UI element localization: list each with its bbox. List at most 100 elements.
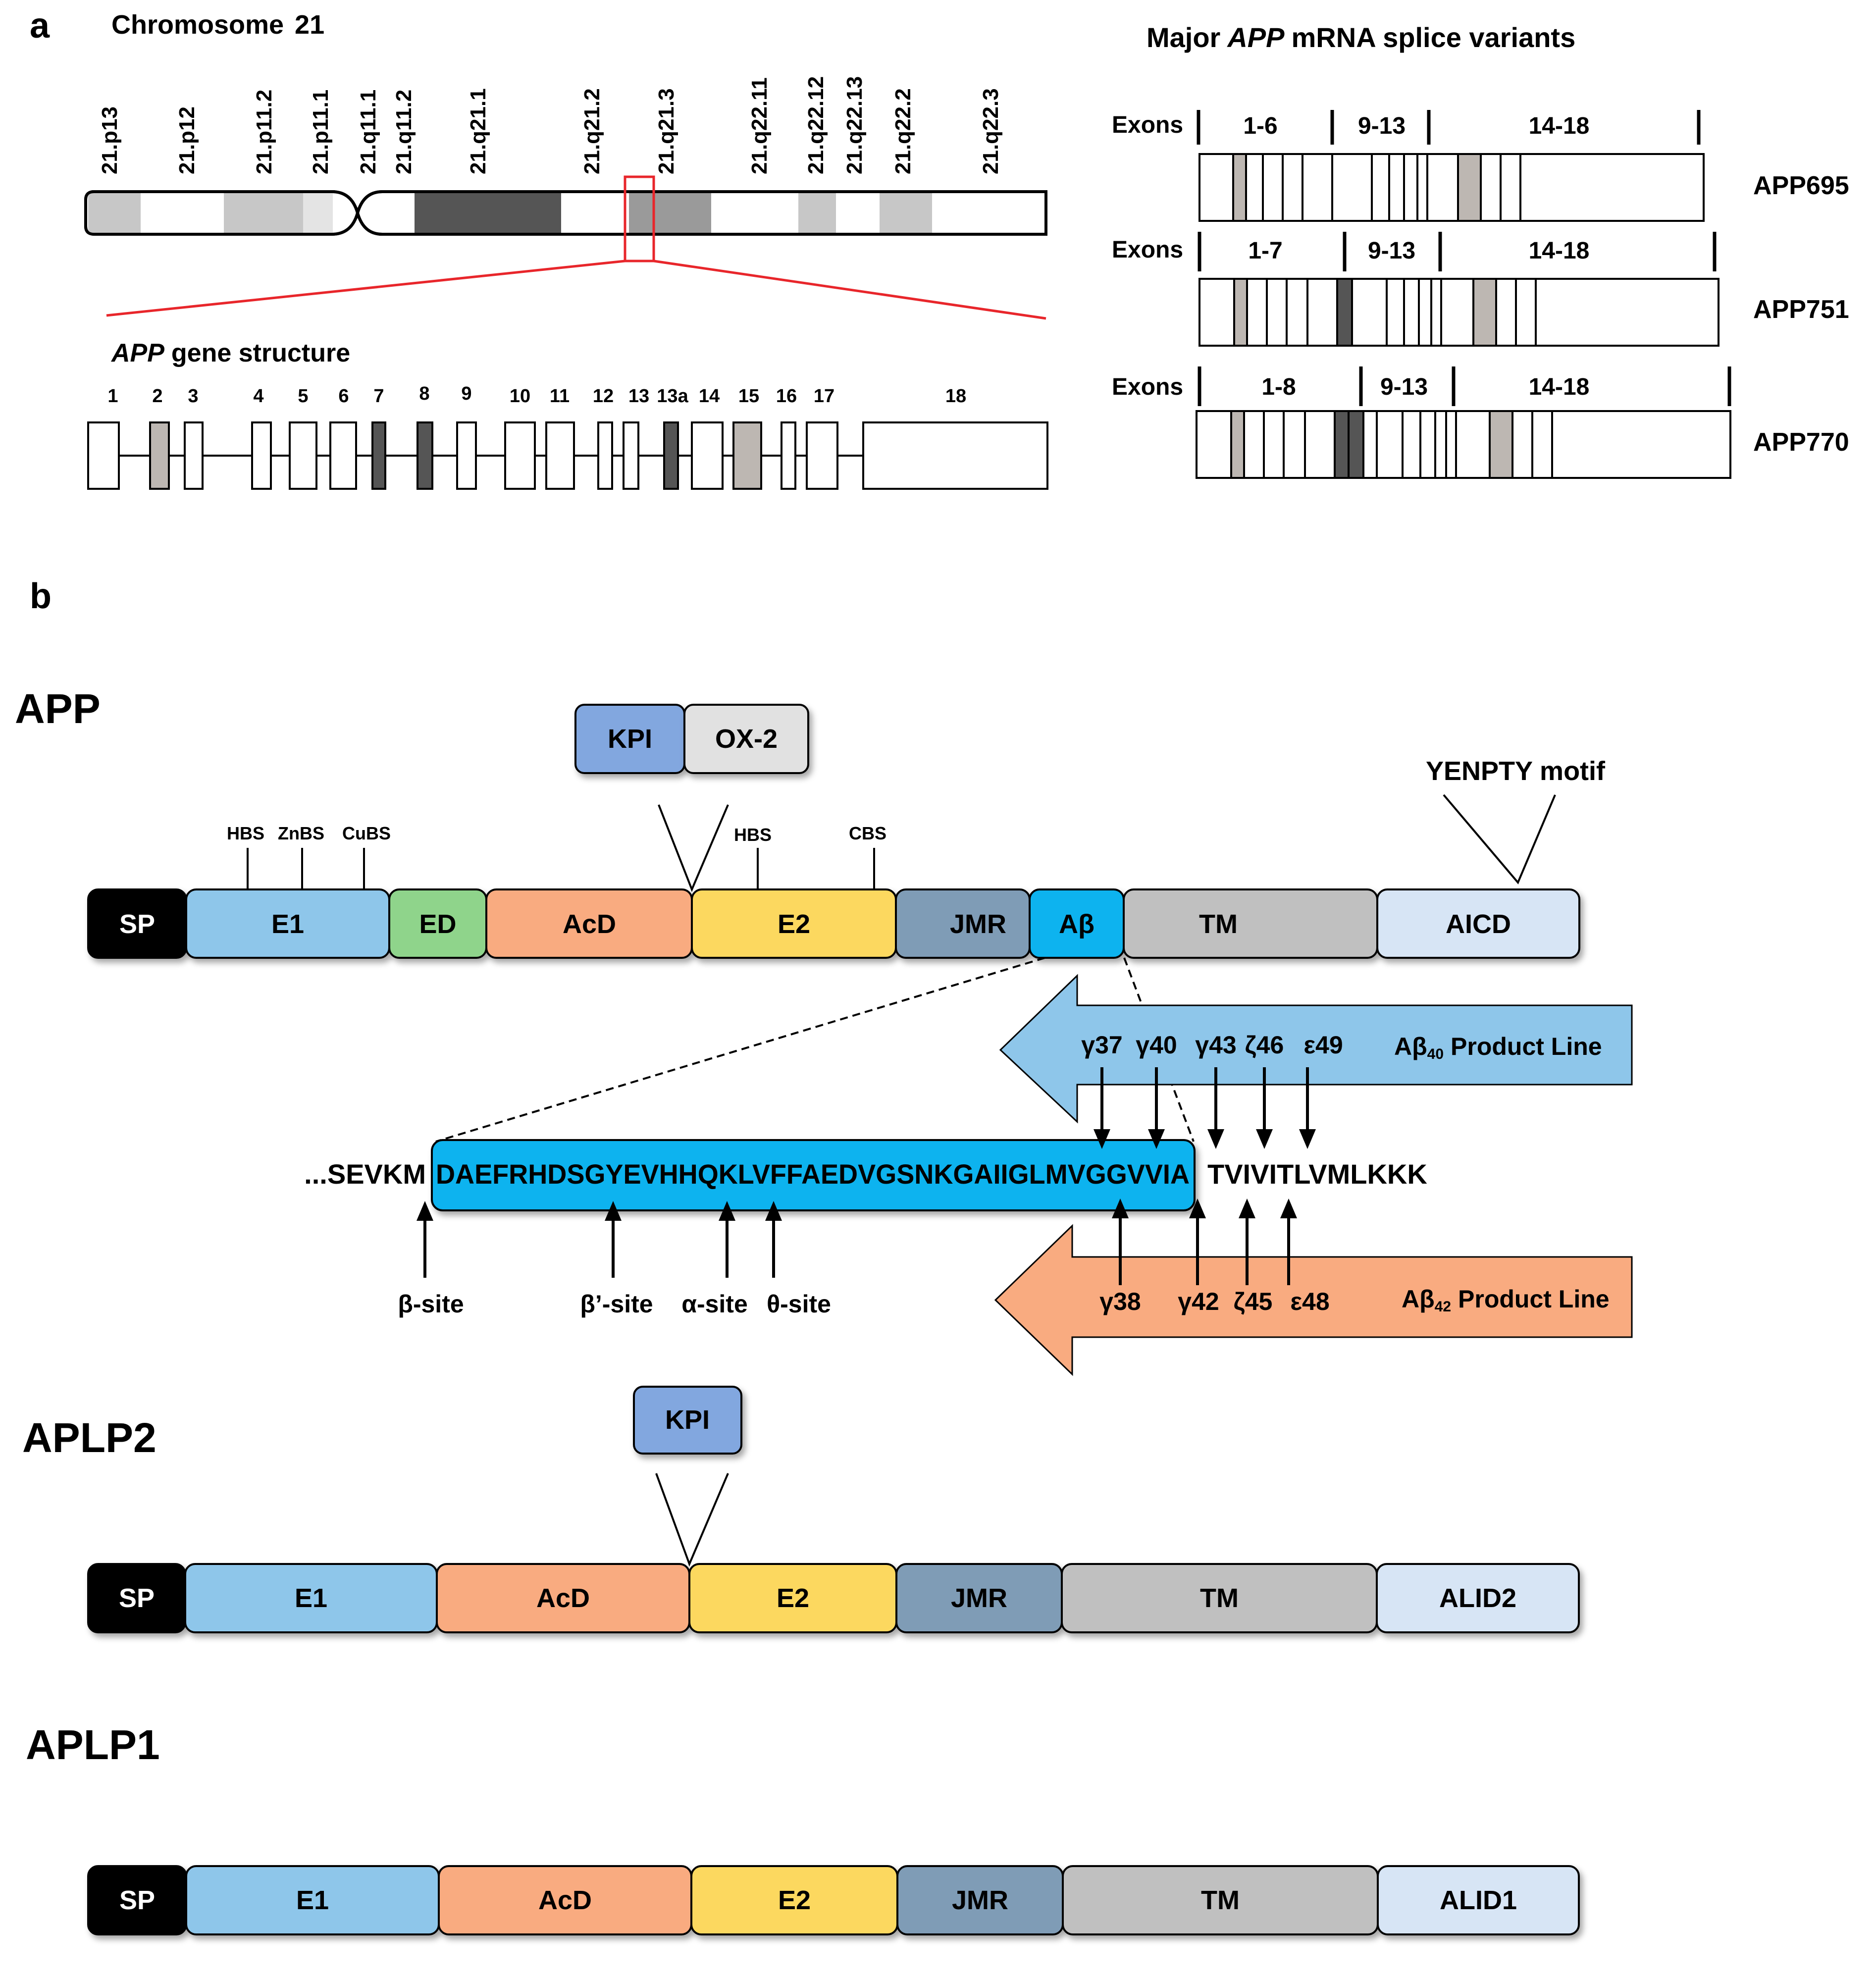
exon-dividers: [1230, 411, 1553, 478]
motif-pointer: [1443, 794, 1556, 885]
site-label: α-site: [681, 1290, 748, 1318]
ab40-label-sub: 40: [1427, 1046, 1444, 1062]
domain-label: AcD: [563, 909, 616, 939]
exon-box: [732, 421, 762, 490]
ox2-box: [683, 704, 809, 774]
ab42-cut-label: ε48: [1290, 1288, 1329, 1315]
exon-fill: [1233, 155, 1246, 220]
variant-name: APP751: [1753, 295, 1849, 324]
exon-box: [545, 421, 575, 490]
splice-variant-app695: Exons 1-6 9-13 14-18: [1112, 110, 1849, 222]
exon-number: 10: [510, 386, 530, 407]
chromosome-band-labels: 21.p13 21.p12 21.p11.2 21.p11.1 21.q11.1…: [98, 76, 1003, 174]
aplp2-domain-labels: SP E1 AcD E2 JMR TM ALID2: [119, 1583, 1516, 1613]
aplp2-kpi-label: KPI: [665, 1405, 710, 1435]
band-label: 21.q11.1: [356, 90, 380, 174]
exon-number: 7: [373, 386, 384, 407]
chromosome-title-prefix: Chromosome: [111, 10, 284, 40]
band-p11-1: [303, 193, 333, 233]
exon-number: 16: [776, 386, 797, 407]
site-label: ZnBS: [278, 823, 324, 843]
exon-fill: [1231, 412, 1244, 477]
ab40-cut-label: γ37: [1081, 1031, 1122, 1059]
ab40-arrow: [999, 974, 1633, 1124]
domain-label: SP: [119, 1885, 155, 1915]
splice-title-italic: APP: [1226, 22, 1285, 53]
band-label: 21.q22.13: [842, 76, 867, 174]
band-p13: [88, 193, 141, 233]
ab40-line-label: Aβ40 Product Line: [1394, 1033, 1602, 1062]
exon-number: 15: [738, 386, 759, 407]
splice-title-prefix: Major: [1146, 22, 1220, 53]
aplp1-domain-bar: [87, 1865, 1580, 1935]
domain-label: E2: [778, 1885, 811, 1915]
domain-label: ALID2: [1439, 1583, 1516, 1613]
ab42-cleavage-arrows: [1112, 1198, 1297, 1285]
insert-pointer: [658, 804, 729, 892]
app-domain-labels: SP E1 ED AcD E2 JMR Aβ TM AICD: [119, 909, 1511, 939]
domain-label: SP: [119, 1583, 155, 1613]
exon-group-ticks: [1198, 366, 1731, 406]
domain-label: TM: [1200, 1583, 1239, 1613]
exon-box: [504, 421, 536, 490]
domain-label: ED: [419, 909, 456, 939]
exon-box: [371, 421, 386, 490]
band-q21-3: [629, 193, 711, 233]
domain-label: E1: [271, 909, 304, 939]
exon-box: [184, 421, 204, 490]
domain-label: E1: [296, 1885, 329, 1915]
aplp2-domain-bar: [87, 1563, 1580, 1633]
exon-dividers: [1233, 279, 1537, 346]
aplp2-kpi-box: [633, 1386, 742, 1455]
band-label: 21.q11.2: [392, 90, 416, 174]
chromosome-ideogram: [84, 175, 1047, 320]
exon-dividers: [1232, 154, 1521, 221]
ab40-label-main: Aβ: [1394, 1033, 1427, 1060]
protein-name-aplp2: APLP2: [22, 1414, 156, 1461]
exon-group-ticks: [1198, 232, 1717, 271]
panel-b: b APP KPI OX-2 HBS ZnBS CuBS HBS CBS YEN…: [15, 576, 1633, 1935]
kpi-label: KPI: [608, 724, 652, 754]
exon-box: [663, 421, 679, 490]
domain-label: JMR: [951, 1583, 1007, 1613]
band-q22-12: [798, 193, 836, 233]
exon-number: 8: [419, 383, 429, 404]
ab40-cut-label: γ43: [1195, 1031, 1236, 1059]
exon-number: 12: [593, 386, 614, 407]
exon-group-ticks: [1197, 110, 1701, 145]
band-label: 21.q21.2: [580, 88, 604, 174]
exon-group-label: 14-18: [1529, 113, 1590, 139]
domain-tm: [1123, 888, 1378, 959]
ab42-cut-label: ζ45: [1234, 1288, 1273, 1315]
zoom-dashed-right: [1123, 957, 1195, 1142]
panel-b-label: b: [30, 576, 52, 616]
band-label: 21.p12: [175, 106, 199, 174]
exon-number: 6: [338, 386, 349, 407]
exon-fill: [1473, 280, 1496, 345]
exon-box: [417, 421, 433, 490]
band-label: 21.q21.1: [466, 88, 490, 174]
exon-number: 5: [298, 386, 308, 407]
exon-number: 13a: [657, 386, 688, 407]
splice-title-rest: mRNA splice variants: [1292, 22, 1576, 53]
gene-structure: [87, 421, 1048, 490]
protein-name-app: APP: [15, 685, 101, 732]
band-label: 21.q22.3: [979, 88, 1003, 174]
exon-box: [862, 421, 1048, 490]
domain-label: ALID1: [1440, 1885, 1517, 1915]
exon-group-label: 1-6: [1243, 113, 1277, 139]
exon-box: [806, 421, 838, 490]
exon-group-label: 14-18: [1529, 238, 1590, 264]
ab42-arrow: [994, 1224, 1633, 1376]
site-label: θ-site: [767, 1290, 831, 1318]
secretase-site-arrows: [417, 1201, 782, 1278]
ab40-label-rest: Product Line: [1451, 1033, 1602, 1060]
ab40-cut-label: ε49: [1303, 1031, 1343, 1059]
exon-fill: [1490, 412, 1512, 477]
exon-number: 18: [945, 386, 966, 407]
domain-label: TM: [1201, 1885, 1240, 1915]
exon-box: [251, 421, 272, 490]
exons-word: Exons: [1112, 374, 1183, 400]
exon-number: 14: [699, 386, 720, 407]
site-label: β-site: [398, 1290, 464, 1318]
